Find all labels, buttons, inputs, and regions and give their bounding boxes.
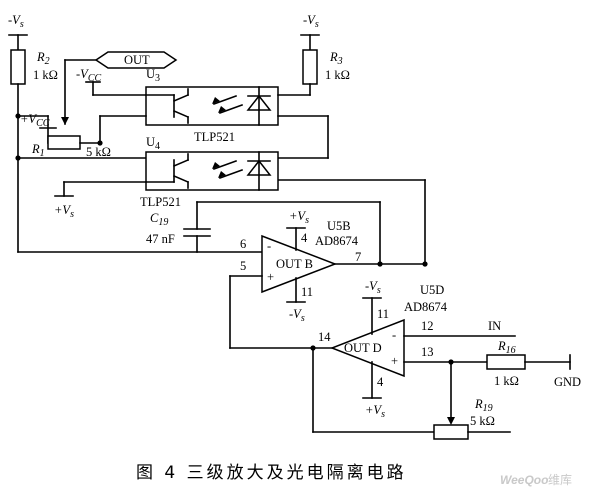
supply-vs-plus-u4: +Vs xyxy=(54,195,74,220)
optocoupler-u4 xyxy=(145,151,279,191)
u4-label: U4 xyxy=(146,135,160,152)
pin-14: 14 xyxy=(318,330,331,344)
r2-label: R2 xyxy=(36,50,50,67)
svg-text:+Vs: +Vs xyxy=(365,403,385,420)
supply-vs-minus-right: -Vs xyxy=(300,13,320,36)
pin-11-u5b: 11 xyxy=(301,285,313,299)
svg-text:-: - xyxy=(392,328,396,342)
potentiometer-wiper-arrow xyxy=(61,117,69,125)
svg-text:-Vs: -Vs xyxy=(303,13,319,30)
svg-text:+VCC: +VCC xyxy=(20,112,50,129)
svg-text:-Vs: -Vs xyxy=(289,307,305,324)
gnd-label: GND xyxy=(554,375,581,389)
svg-text:维库: 维库 xyxy=(548,472,572,487)
u4-part-number: TLP521 xyxy=(140,195,181,209)
potentiometer-wiper-arrow xyxy=(447,417,455,425)
c19-label: C19 xyxy=(150,211,168,228)
supply-vs-minus-u5b: -Vs xyxy=(286,301,306,324)
pin-13: 13 xyxy=(421,345,434,359)
opamp-u5d: - + OUT D xyxy=(329,318,405,378)
pin-6: 6 xyxy=(240,237,246,251)
opamp-u5b: - + OUT B xyxy=(261,234,338,294)
r16-value: 1 kΩ xyxy=(494,374,519,388)
u5b-part-number: AD8674 xyxy=(315,234,359,248)
r1-value: 5 kΩ xyxy=(86,145,111,159)
supply-vs-plus-u5d: +Vs xyxy=(362,397,385,420)
svg-text:OUT B: OUT B xyxy=(276,257,313,271)
u5d-part-number: AD8674 xyxy=(404,300,448,314)
r3-label: R3 xyxy=(329,50,343,67)
potentiometer-r1 xyxy=(47,135,81,150)
supply-vcc-plus: +VCC xyxy=(20,112,57,129)
junction xyxy=(97,140,103,146)
svg-text:+Vs: +Vs xyxy=(289,209,309,226)
supply-vs-minus-left: -Vs xyxy=(8,13,28,36)
pin-12: 12 xyxy=(421,319,434,333)
supply-vs-minus-u5d: -Vs xyxy=(362,279,382,299)
figure-caption: 图 4 三级放大及光电隔离电路 xyxy=(136,463,407,483)
out-port[interactable]: OUT xyxy=(94,51,178,69)
junction xyxy=(422,261,428,267)
u3-part-number: TLP521 xyxy=(194,130,235,144)
resistor-r2 xyxy=(10,49,26,85)
pin-7: 7 xyxy=(355,250,361,264)
r19-value: 5 kΩ xyxy=(470,414,495,428)
pin-4-u5d: 4 xyxy=(377,375,384,389)
c19-value: 47 nF xyxy=(146,232,175,246)
u3-label: U3 xyxy=(146,67,160,84)
r19-label: R19 xyxy=(474,397,493,414)
in-port[interactable]: IN xyxy=(488,319,501,333)
optocoupler-u3 xyxy=(145,86,279,126)
r2-value: 1 kΩ xyxy=(33,68,58,82)
junction xyxy=(377,261,383,267)
pin-4-u5b: 4 xyxy=(301,231,308,245)
supply-vs-plus-u5b: +Vs xyxy=(286,209,309,229)
u5d-label: U5D xyxy=(420,283,444,297)
svg-text:WeeQoo: WeeQoo xyxy=(500,473,548,487)
r16-label: R16 xyxy=(497,339,516,356)
svg-text:+Vs: +Vs xyxy=(54,203,74,220)
svg-text:-Vs: -Vs xyxy=(365,279,381,296)
resistor-r16 xyxy=(486,354,526,370)
watermark: WeeQoo 维库 xyxy=(500,472,572,487)
resistor-r3 xyxy=(302,49,318,85)
r3-value: 1 kΩ xyxy=(325,68,350,82)
svg-text:-VCC: -VCC xyxy=(76,67,101,84)
svg-text:OUT: OUT xyxy=(124,53,150,67)
supply-vcc-minus: -VCC xyxy=(76,67,101,84)
potentiometer-r19 xyxy=(433,424,469,440)
svg-text:+: + xyxy=(267,270,274,284)
svg-text:-: - xyxy=(267,239,271,253)
pin-5: 5 xyxy=(240,259,246,273)
pin-11-u5d: 11 xyxy=(377,307,389,321)
u5b-label: U5B xyxy=(327,219,351,233)
svg-text:-Vs: -Vs xyxy=(8,13,24,30)
svg-text:OUT D: OUT D xyxy=(344,341,382,355)
r1-label: R1 xyxy=(31,142,45,159)
svg-text:+: + xyxy=(391,354,398,368)
